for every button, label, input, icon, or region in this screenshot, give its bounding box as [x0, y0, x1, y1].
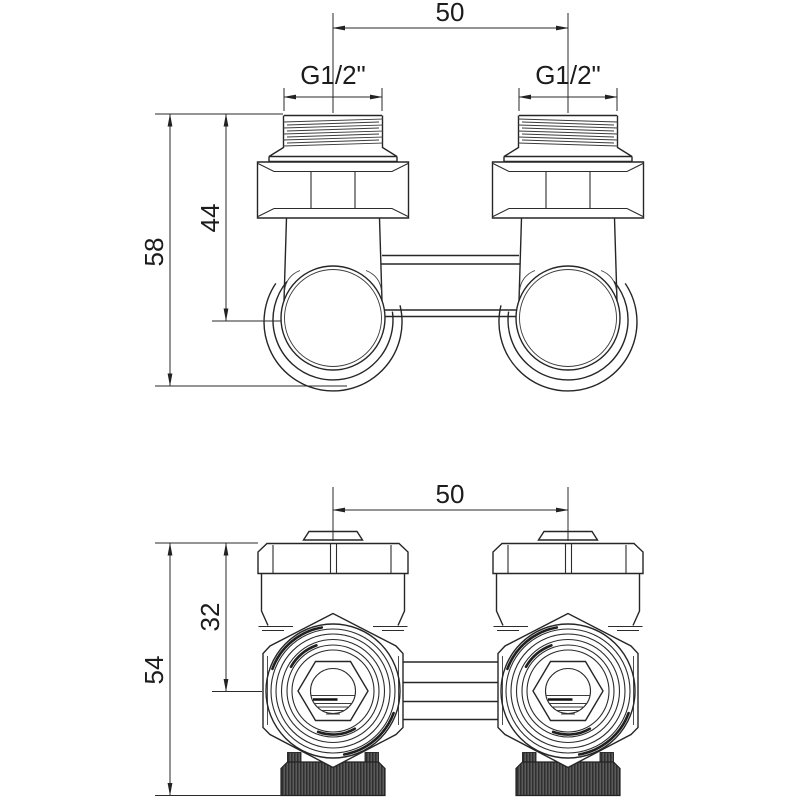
dim-side-center-distance: 50 — [436, 0, 465, 27]
dim-front-axis-height: 32 — [195, 603, 225, 632]
front-view: 50 54 32 — [139, 479, 645, 797]
dim-front-overall-height: 54 — [139, 656, 169, 685]
front-view-dimensions: 50 54 32 — [139, 479, 569, 796]
dim-side-axis-height: 44 — [195, 204, 225, 233]
side-view-dimensions: 50 G1/2" G1/2" 58 44 — [139, 0, 618, 387]
dim-front-center-distance: 50 — [436, 479, 465, 509]
front-view-connecting-pipes — [403, 661, 498, 721]
side-view: 50 G1/2" G1/2" 58 44 — [139, 0, 645, 392]
dim-thread-left: G1/2" — [300, 60, 366, 90]
dim-side-overall-height: 58 — [139, 238, 169, 267]
side-view-connecting-pipes — [381, 254, 520, 318]
dim-thread-right: G1/2" — [535, 60, 601, 90]
